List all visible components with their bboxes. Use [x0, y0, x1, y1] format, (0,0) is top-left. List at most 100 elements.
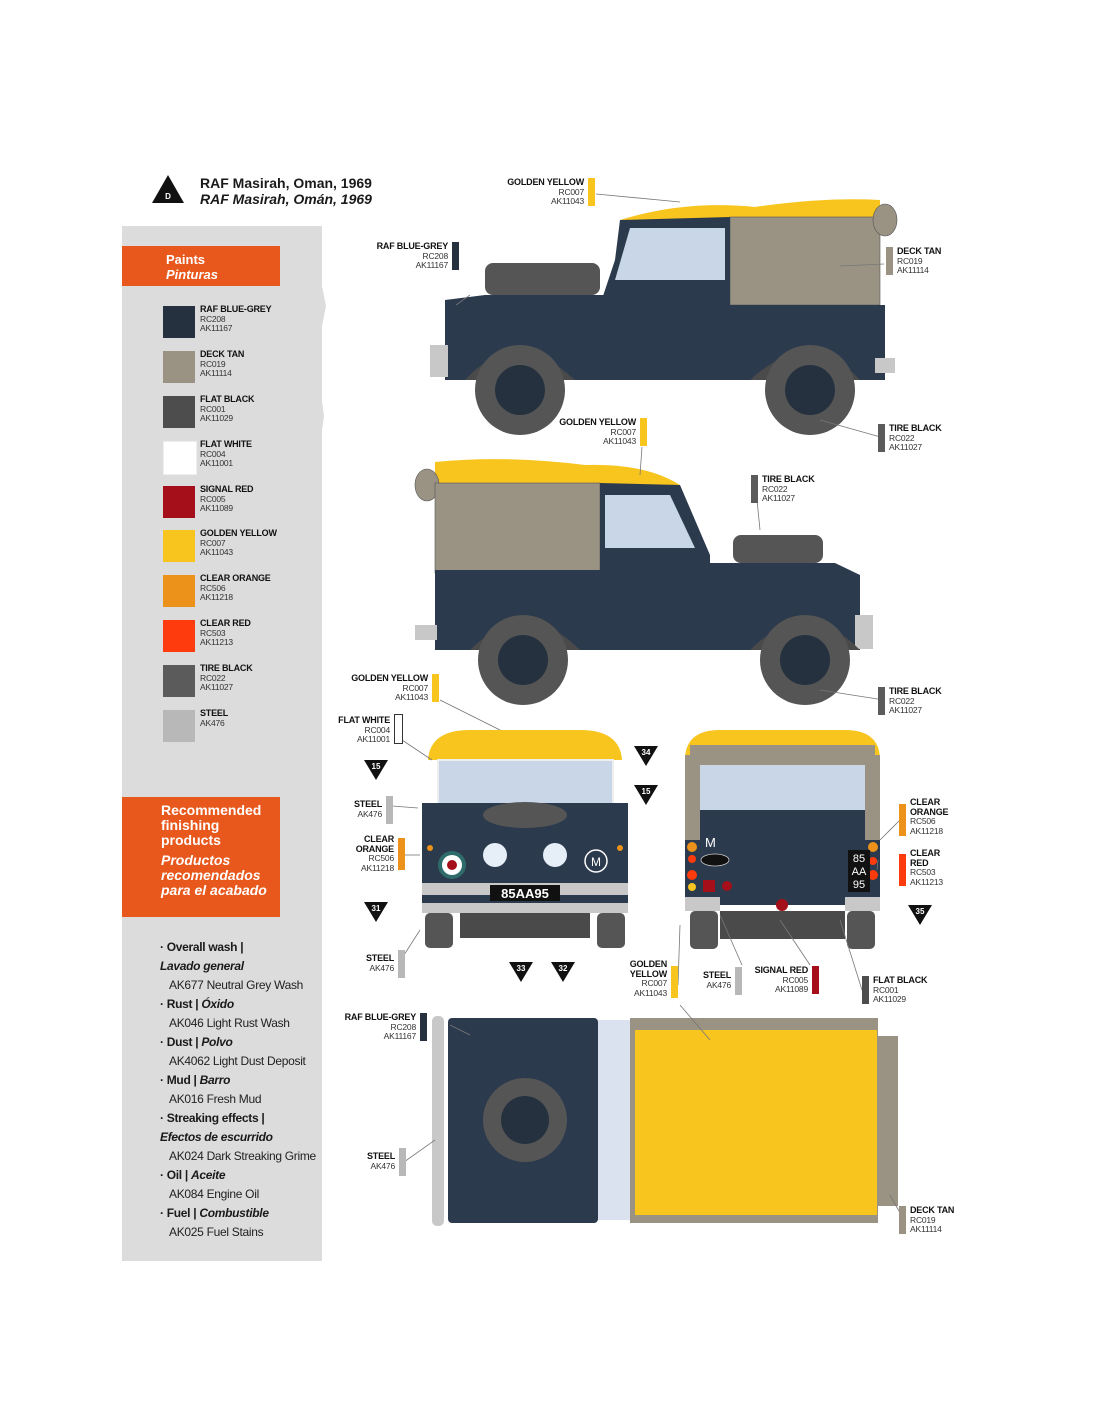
decal-number-marker: 32 [551, 962, 575, 982]
finishing-header-es: Productos recomendados para el acabado [161, 853, 280, 898]
paint-name: STEEL [200, 708, 229, 718]
paint-swatch [163, 710, 195, 742]
front-plate-text: 85AA95 [501, 886, 549, 901]
paint-name: CLEAR ORANGE [200, 573, 271, 583]
callout-paint-code: RC019 [910, 1214, 936, 1225]
svg-text:AA: AA [852, 866, 867, 878]
headlight-right [543, 843, 567, 867]
callout-paint-code: RC007 [641, 978, 668, 988]
callout-color-bar [398, 950, 405, 978]
paints-header-en: Paints [166, 252, 206, 267]
windscreen-top [598, 1020, 633, 1220]
rear-bumper-left [685, 897, 720, 911]
finishing-category-en: Dust | [166, 1035, 199, 1049]
sidebar-torn-edge [300, 226, 326, 1261]
callout-paint-code: AK11043 [603, 436, 636, 446]
paint-code: AK476 [200, 717, 225, 728]
callout-paint-code: AK11027 [889, 705, 922, 715]
finishing-category-es: Aceite [190, 1168, 226, 1182]
rear-plate [848, 850, 870, 892]
callout-paint-code: RC022 [889, 432, 915, 443]
scheme-title-en: RAF Masirah, Oman, 1969 [200, 175, 372, 191]
tow-hitch [776, 899, 788, 911]
callout-paint-code: AK11167 [415, 260, 449, 270]
callout-color-bar [899, 804, 906, 836]
callout-paint-name: GOLDEN YELLOW [351, 673, 428, 683]
callout-paint-code: AK11218 [361, 862, 394, 873]
callout-paint-code: RC007 [610, 426, 637, 437]
callout-paint-code: AK476 [357, 808, 382, 819]
callout-paint-name: CLEAR [364, 834, 394, 844]
callout-paint-name: FLAT BLACK [873, 975, 928, 985]
finishing-category-es: Lavado general [160, 959, 244, 973]
vehicle-left-side-view [430, 199, 898, 435]
land-rover-badge [700, 853, 730, 867]
vehicle-rear-view: M 85 AA 95 [685, 730, 880, 949]
decal-number-marker: 34 [634, 746, 658, 766]
body-lower [445, 295, 885, 380]
callout-paint-name: STEEL [365, 953, 394, 963]
paint-code: RC007 [200, 537, 226, 548]
callout-paint-code: AK11027 [762, 493, 795, 503]
paint-swatch [163, 441, 197, 475]
callout-paint-name: STEEL [353, 799, 382, 809]
front-roof-yellow [428, 730, 622, 760]
finishing-product: AK025 Fuel Stains [169, 1225, 264, 1239]
callout-paint-code: AK11043 [551, 196, 584, 206]
callout-paint-code: RC506 [368, 853, 395, 863]
callout-color-bar [432, 674, 439, 702]
callout-paint-name: TIRE BLACK [762, 474, 815, 484]
callout-paint-code: RC004 [364, 724, 391, 735]
callout-color-bar [671, 966, 678, 998]
paint-name: FLAT BLACK [200, 394, 255, 404]
finishing-category-es: Polvo [201, 1035, 233, 1049]
finishing-category-en: Rust | [166, 997, 199, 1011]
rolled-canvas-top [878, 1036, 898, 1206]
callout-paint-name: SIGNAL RED [754, 965, 809, 975]
callout-paint-name: ORANGE [910, 806, 949, 817]
callout-paint-name: RED [910, 857, 929, 868]
callout-paint-code: AK476 [370, 1160, 395, 1171]
paint-name: FLAT WHITE [200, 439, 252, 449]
callout-color-bar [751, 475, 758, 503]
bonnet-spare-wheel [733, 535, 823, 563]
scheme-title: RAF Masirah, Oman, 1969 RAF Masirah, Omá… [200, 175, 372, 207]
callout-paint-code: AK476 [706, 979, 731, 990]
side-window [615, 228, 725, 280]
callout-paint-code: AK11213 [910, 876, 943, 887]
callout-paint-name: CLEAR [910, 797, 940, 807]
paints-header-es: Pinturas [166, 267, 219, 282]
callout-paint-code: RC001 [873, 984, 899, 995]
finishing-header-es-line: recomendados [161, 867, 261, 883]
bonnet-spare-wheel [485, 263, 600, 295]
finishing-product: AK024 Dark Streaking Grime [169, 1149, 316, 1163]
finishing-header-en-line: finishing [161, 817, 220, 833]
vehicle-right-side-view [414, 459, 873, 705]
front-bumper-top [432, 1016, 444, 1226]
decal-number-marker: 33 [509, 962, 533, 982]
